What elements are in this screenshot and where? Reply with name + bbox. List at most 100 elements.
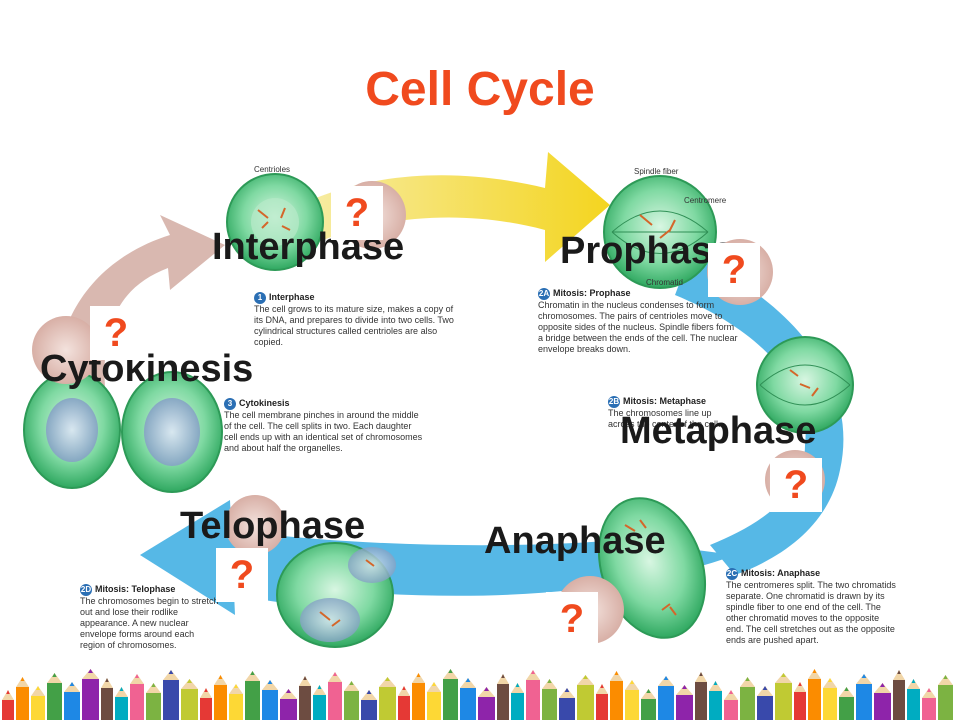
pencil-tip	[610, 671, 623, 681]
pencil-lead	[285, 689, 292, 693]
pencil-body	[64, 692, 80, 720]
pencil-body	[757, 696, 773, 720]
pencil-lead	[663, 676, 669, 680]
pencil-lead	[699, 672, 703, 676]
pencil-lead	[448, 669, 453, 673]
pencil-body	[16, 687, 29, 720]
metaphase-label: Metaphase	[620, 410, 817, 452]
pencil-border-decoration	[0, 660, 960, 720]
pencil-body	[577, 685, 594, 720]
pencil-tip	[511, 683, 524, 693]
pencil-lead	[483, 687, 490, 691]
pencil-lead	[600, 684, 604, 688]
pencil-tip	[497, 674, 509, 684]
pencil-body	[313, 695, 326, 720]
pencil-lead	[681, 685, 688, 689]
pencil-tip	[526, 670, 540, 680]
pencil-tip	[181, 679, 198, 689]
pencil-tip	[398, 686, 410, 696]
pencil-tip	[130, 674, 144, 684]
pencil-lead	[416, 673, 421, 677]
pencil-lead	[582, 675, 589, 679]
pencil-tip	[163, 670, 179, 680]
pencil-tip	[709, 681, 722, 691]
pencil-body	[163, 680, 179, 720]
anaphase-label: Anaphase	[484, 520, 666, 562]
telophase-question-box[interactable]: ?	[216, 548, 268, 602]
pencil-tip	[47, 673, 62, 683]
cytokinesis-question-box[interactable]: ?	[90, 306, 142, 360]
pencil-body	[2, 700, 14, 720]
pencil-body	[808, 679, 821, 720]
pencil-lead	[798, 682, 802, 686]
centrioles-label: Centrioles	[254, 165, 291, 174]
pencil-body	[724, 700, 738, 720]
pencil-body	[379, 687, 396, 720]
pencil-tip	[542, 679, 557, 689]
interphase-arrow	[280, 152, 610, 262]
pencil-lead	[204, 688, 208, 692]
metaphase-question-box[interactable]: ?	[770, 458, 822, 512]
pencil-lead	[897, 670, 901, 674]
pencil-lead	[762, 686, 768, 690]
pencil-tip	[2, 690, 14, 700]
pencil-body	[874, 693, 891, 720]
pencil-tip	[280, 689, 297, 699]
pencil-lead	[69, 682, 75, 686]
pencil-tip	[922, 688, 936, 698]
pencil-body	[478, 697, 495, 720]
pencil-body	[361, 700, 377, 720]
pencil-body	[229, 694, 243, 720]
pencil-lead	[713, 681, 718, 685]
pencil-lead	[267, 680, 273, 684]
pencil-tip	[64, 682, 80, 692]
centromere-label: Centromere	[684, 196, 727, 205]
pencil-body	[47, 683, 62, 720]
telophase-label: Telophase	[180, 505, 366, 547]
pencil-tip	[200, 688, 212, 698]
pencil-lead	[530, 670, 536, 674]
pencil-tip	[740, 677, 755, 687]
chromatid-label: Chromatid	[646, 278, 683, 287]
pencil-tip	[938, 675, 953, 685]
pencil-lead	[6, 690, 10, 694]
pencil-lead	[52, 673, 57, 677]
pencil-lead	[349, 681, 354, 685]
pencil-tip	[641, 689, 656, 699]
pencil-tip	[658, 676, 674, 686]
pencil-lead	[119, 687, 124, 691]
pencil-lead	[629, 680, 635, 684]
pencil-body	[922, 698, 936, 720]
interphase-question-box[interactable]: ?	[331, 186, 383, 240]
pencil-tip	[16, 677, 29, 687]
pencil-body	[709, 691, 722, 720]
pencil-lead	[384, 677, 391, 681]
pencil-tip	[299, 676, 311, 686]
cell-cycle-diagram	[23, 152, 854, 648]
pencil-body	[907, 689, 920, 720]
pencil-lead	[780, 673, 787, 677]
pencil-tip	[262, 680, 278, 690]
pencil-body	[658, 686, 674, 720]
pencil-lead	[812, 669, 817, 673]
pencil-lead	[501, 674, 505, 678]
pencil-tip	[82, 669, 99, 679]
pencil-tip	[115, 687, 128, 697]
pencil-body	[262, 690, 278, 720]
pencil-lead	[465, 678, 471, 682]
arrow-head-telophase	[140, 500, 235, 615]
anaphase-question-box[interactable]: ?	[546, 592, 598, 646]
pencil-body	[427, 692, 441, 720]
pencil-body	[82, 679, 99, 720]
pencil-body	[542, 689, 557, 720]
pencil-tip	[596, 684, 608, 694]
pencil-body	[641, 699, 656, 720]
pencil-lead	[303, 676, 307, 680]
prophase-question-box[interactable]: ?	[708, 243, 760, 297]
pencil-tip	[31, 686, 45, 696]
pencil-tip	[625, 680, 639, 690]
